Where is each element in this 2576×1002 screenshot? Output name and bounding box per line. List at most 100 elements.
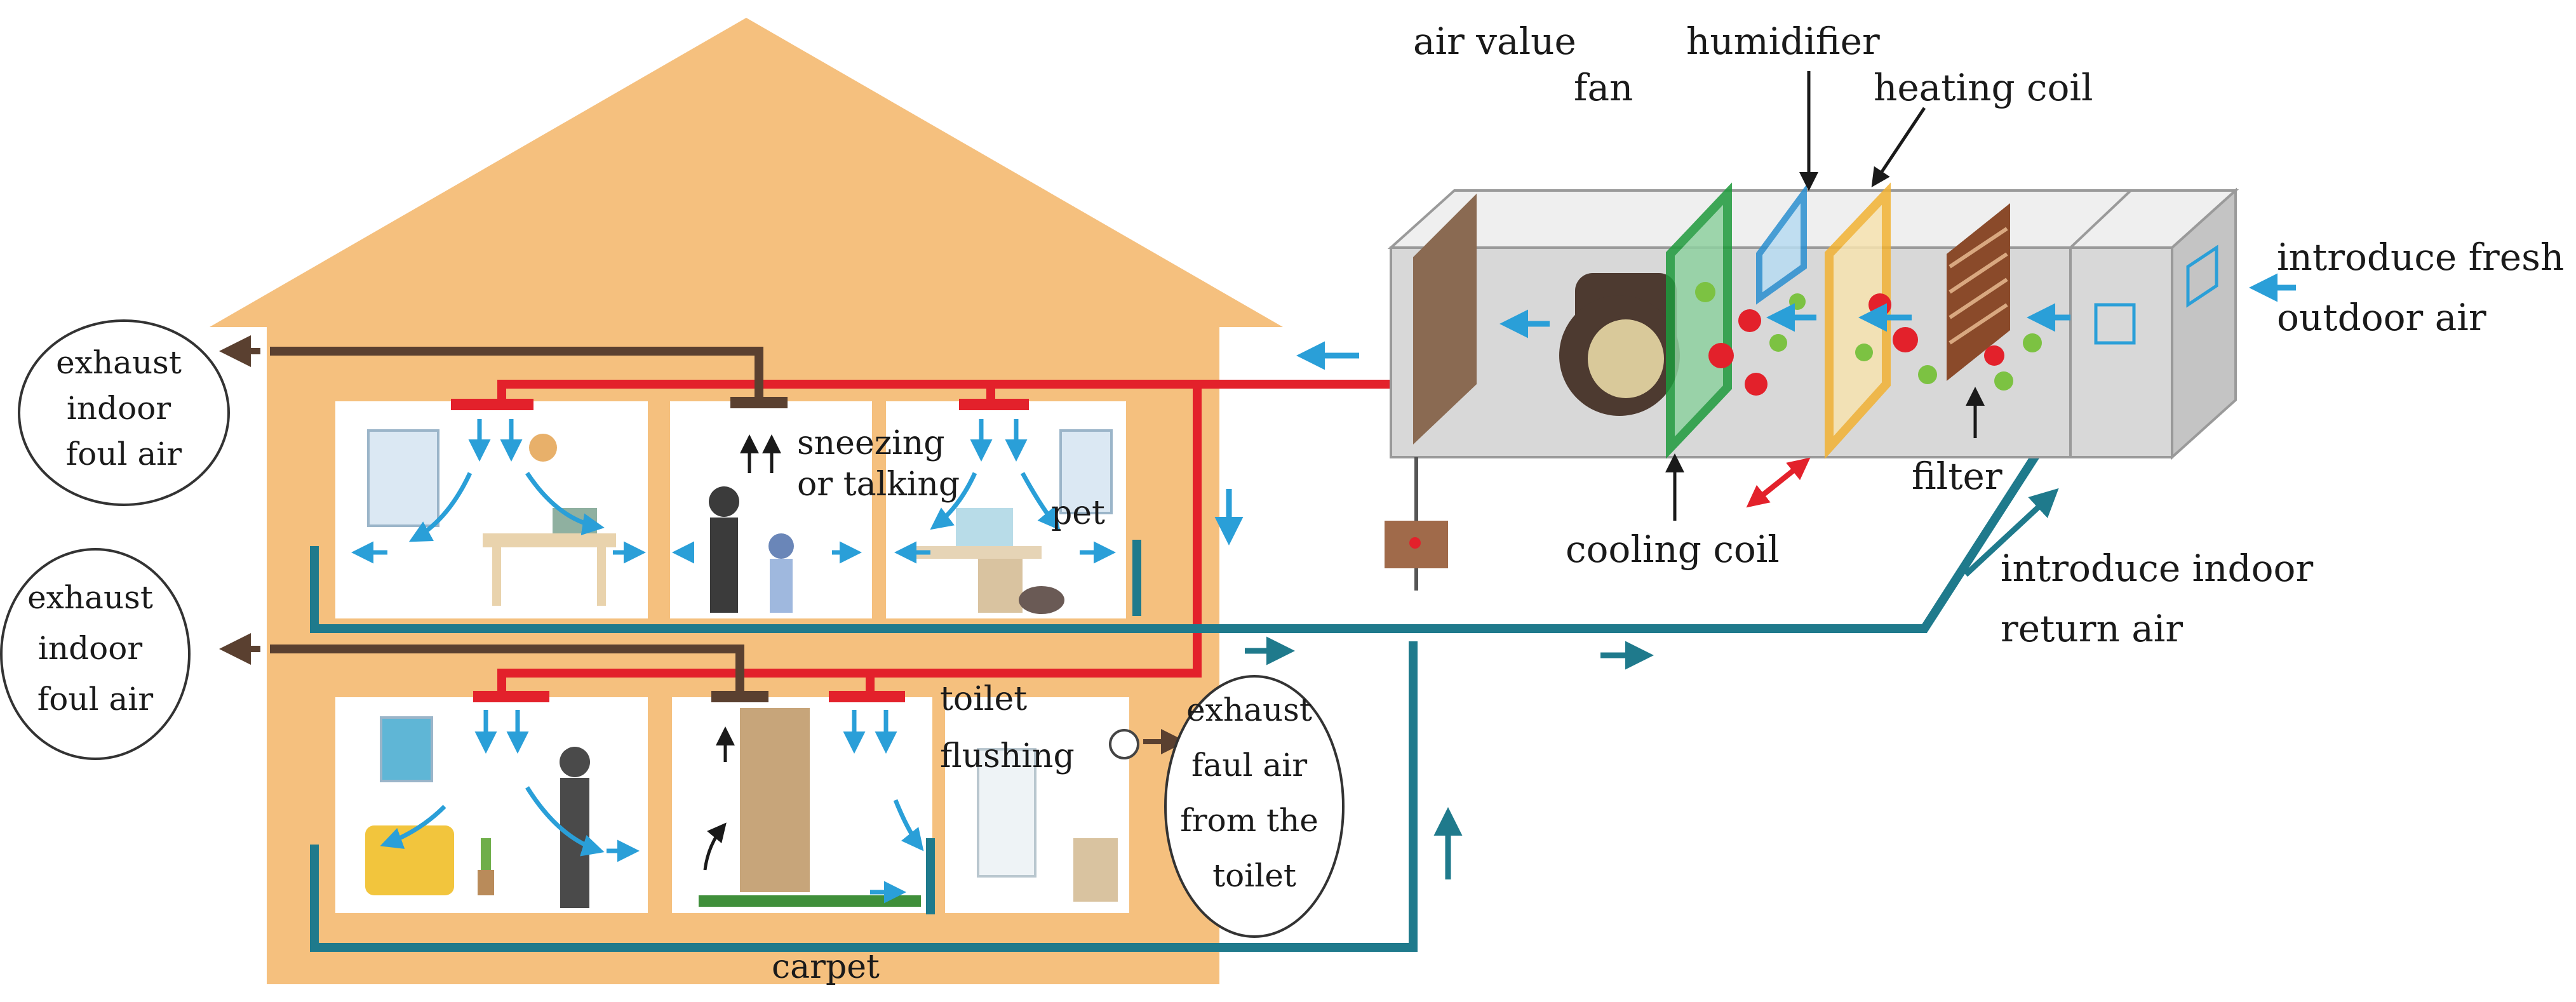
desk-leg [597, 547, 606, 606]
sneezing-label: sneezing or talking [797, 424, 960, 504]
particle [1695, 282, 1715, 302]
fresh-air-label: introduce fresh outdoor air [2277, 236, 2576, 339]
pet [1019, 586, 1064, 614]
airflow-arrow [1020, 472, 1061, 531]
person-body [770, 559, 793, 613]
fan-hub [1588, 319, 1664, 398]
particle [1994, 371, 2013, 391]
particle [1868, 293, 1891, 316]
diffuser [473, 691, 549, 702]
exhaust-duct-lower [270, 645, 744, 692]
airflow-arrow [893, 799, 924, 852]
particle [1769, 334, 1787, 352]
return-ducts [310, 359, 2100, 952]
carpet [699, 895, 921, 907]
exhaust-ducts [270, 347, 763, 692]
air-value-label: air value [1413, 20, 1576, 63]
cloud-exhaust-lower [0, 548, 191, 760]
airflow-arrow [525, 786, 605, 857]
room-details [365, 429, 1139, 908]
particle [1789, 293, 1806, 310]
exhaust-grille [711, 691, 768, 702]
exhaust-toilet-label: exhaust faul air from the toilet [1180, 691, 1329, 894]
airflow-arrow [408, 472, 473, 542]
fresh-air-intake-side [2186, 244, 2218, 308]
cloud-shape [1164, 675, 1345, 938]
supply-duct-main [1188, 380, 1391, 678]
particle [1855, 344, 1873, 361]
return-duct-lower [310, 641, 1418, 952]
pet-label: pet [1051, 494, 1105, 532]
airflow-arrow [930, 472, 977, 530]
lamp [529, 434, 557, 462]
airflow-arrow [380, 805, 446, 849]
window [1059, 429, 1113, 514]
sofa [365, 825, 454, 895]
sink-cabinet [1073, 838, 1118, 902]
exhaust-updraft-arrows [703, 434, 781, 871]
airflow-arrow [525, 472, 605, 536]
plant [481, 838, 491, 870]
desk [483, 533, 616, 547]
damper-actuator-light [1409, 537, 1421, 549]
toilet-flushing-label: toilet flushing [940, 680, 1075, 775]
humidifier-label: humidifier [1686, 20, 1880, 63]
duct-flow-arrows [1214, 341, 2059, 879]
fan-label: fan [1574, 66, 1633, 109]
filter-pleat [1949, 227, 2008, 269]
filter-pleat [1949, 252, 2008, 294]
cloud-shape [0, 548, 191, 760]
plant-pot [478, 870, 494, 895]
carpet-label: carpet [772, 948, 880, 986]
return-duct-upper [310, 359, 2100, 633]
red-flow-arrow [1746, 465, 1799, 508]
air-handling-unit [1385, 182, 2296, 591]
desk-leg [492, 547, 501, 606]
heating-coil-pointer [1871, 107, 1926, 187]
particle [1738, 309, 1761, 332]
cloud-exhaust-upper [18, 319, 230, 506]
cloud-shape [18, 319, 230, 506]
unit-side-face [2171, 187, 2237, 460]
return-flow-arrow [1963, 488, 2059, 577]
exhaust-lower-label: exhaust indoor foul air [27, 579, 163, 718]
unit-airflow-arrows [1499, 273, 2296, 338]
supply-ducts [497, 380, 1391, 692]
drawer [978, 559, 1023, 613]
particle [1984, 345, 2004, 366]
air-damper [1413, 194, 1477, 444]
particle [1708, 343, 1734, 368]
supply-diffusers [451, 399, 1029, 702]
exhaust-fan-icon [1109, 729, 1139, 759]
person-body [710, 518, 738, 613]
filter-pleat [1949, 303, 2008, 345]
heating-coil [1825, 182, 1891, 460]
bookshelf [740, 708, 810, 892]
window [367, 429, 439, 527]
heating-coil-label: heating coil [1874, 66, 2093, 109]
toilet [977, 748, 1036, 878]
cloud-exhaust-toilet [1164, 675, 1345, 938]
person-head [768, 533, 794, 559]
label-pointers [1665, 71, 1985, 521]
particle [1893, 327, 1918, 352]
exhaust-grilles [711, 397, 788, 702]
house-roof [210, 18, 1283, 327]
exhaust-grille [730, 397, 788, 408]
room-airflow-arrows [351, 419, 1116, 904]
filter-label: filter [1912, 455, 2002, 498]
exhaust-duct-upper [270, 347, 763, 397]
supply-duct-upper [497, 380, 1197, 400]
particles [1695, 282, 2042, 396]
diffuser [959, 399, 1029, 410]
filter-pleats [1949, 227, 2008, 345]
desk [915, 546, 1042, 559]
humidifier-panel [1756, 184, 1807, 305]
cooling-coil [1666, 182, 1732, 459]
cooling-coil-label: cooling coil [1566, 528, 1780, 571]
exhaust-upper-label: exhaust indoor foul air [56, 344, 192, 472]
unit-top-face [1387, 189, 2239, 249]
window [380, 716, 433, 782]
unit-divider [2069, 189, 2132, 249]
